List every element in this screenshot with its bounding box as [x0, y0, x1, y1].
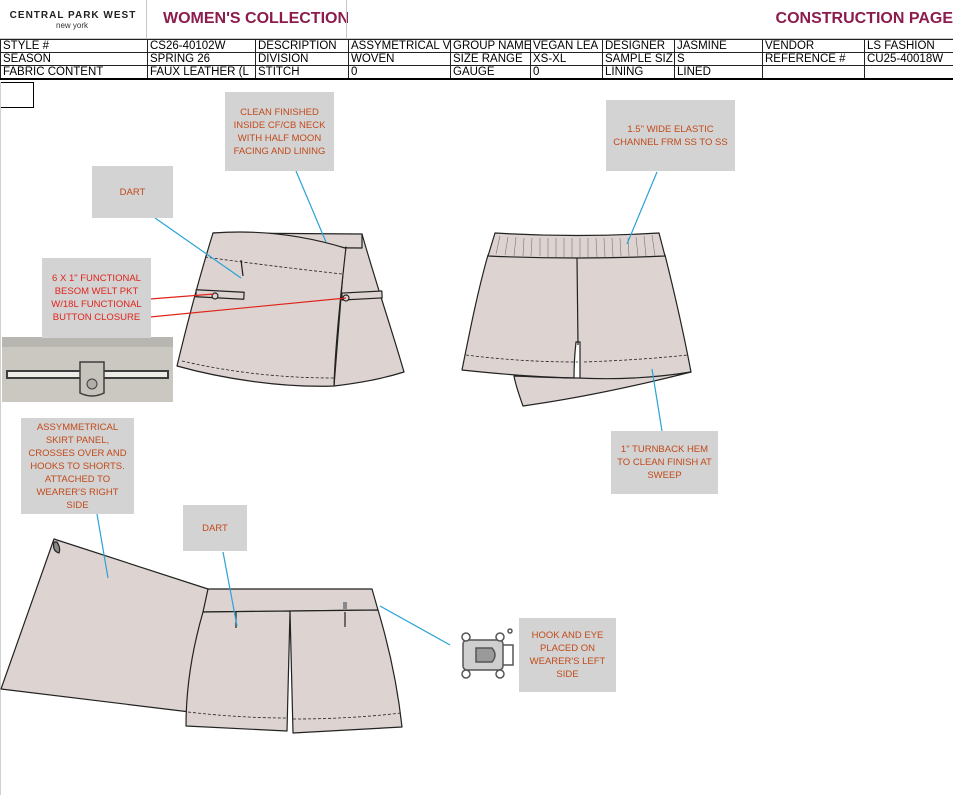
front-skirt-panel	[176, 231, 347, 387]
callout-dart-top: DART	[92, 166, 173, 218]
back-body	[461, 254, 692, 382]
callout-hook-eye: HOOK AND EYE PLACED ON WEARER'S LEFT SID…	[519, 618, 616, 692]
callout-skirt-panel: ASSYMMETRICAL SKIRT PANEL, CROSSES OVER …	[21, 418, 134, 514]
open-skirt-panel	[0, 538, 209, 713]
page-title: CONSTRUCTION PAGE	[775, 10, 953, 27]
open-left-leg	[185, 610, 291, 732]
front-view-flat	[176, 231, 405, 387]
welt-pocket-left	[195, 289, 245, 300]
left-border	[0, 82, 1, 795]
spec-cell: LINING	[602, 65, 675, 80]
collection-title: WOMEN'S COLLECTION	[163, 10, 350, 27]
spec-cell: GAUGE	[450, 65, 531, 80]
page-header: CENTRAL PARK WEST new york WOMEN'S COLLE…	[0, 0, 953, 39]
front-right-leg	[333, 233, 405, 387]
leader-lines	[96, 170, 663, 646]
pocket-leader-lines	[149, 293, 347, 318]
callout-welt-pocket: 6 X 1" FUNCTIONAL BESOM WELT PKT W/18L F…	[42, 258, 151, 338]
spec-cell: 0	[530, 65, 603, 80]
brand-subtitle: new york	[56, 21, 89, 30]
callout-elastic-channel: 1.5" WIDE ELASTIC CHANNEL FRM SS TO SS	[606, 100, 735, 171]
brand-name: CENTRAL PARK WEST	[9, 10, 137, 21]
back-view-flat	[461, 232, 692, 407]
callout-dart-bottom: DART	[183, 505, 247, 551]
spec-cell: CU25-40018W	[864, 52, 953, 66]
callout-neck-finish: CLEAN FINISHED INSIDE CF/CB NECK WITH HA…	[225, 92, 334, 171]
spec-row-fabric: FABRIC CONTENT FAUX LEATHER (L STITCH 0 …	[0, 65, 953, 80]
corner-box	[0, 82, 34, 108]
spec-cell: FAUX LEATHER (L	[147, 65, 256, 80]
back-elastic-waistband	[487, 232, 666, 259]
spec-cell: SPRING 26	[147, 52, 256, 66]
spec-cell: XS-XL	[530, 52, 603, 66]
welt-pocket-right	[341, 290, 383, 301]
brand-logo: CENTRAL PARK WEST new york	[0, 0, 147, 38]
open-right-leg	[289, 609, 403, 734]
open-waistband	[202, 588, 379, 613]
pocket-detail-photo	[2, 337, 173, 402]
spec-cell: SAMPLE SIZ	[602, 52, 675, 66]
spec-cell: 0	[348, 65, 451, 80]
spec-cell: S	[674, 52, 763, 66]
spec-cell: REFERENCE #	[762, 52, 865, 66]
hook-and-eye-icon	[461, 628, 514, 679]
open-view-flat	[0, 538, 403, 734]
spec-table: STYLE # CS26-40102W DESCRIPTION ASSYMETR…	[0, 39, 953, 80]
back-skirt-tail	[513, 371, 692, 407]
header-divider	[346, 0, 347, 38]
spec-row-season: SEASON SPRING 26 DIVISION WOVEN SIZE RAN…	[0, 52, 953, 66]
callout-turnback-hem: 1" TURNBACK HEM TO CLEAN FINISH AT SWEEP	[611, 431, 718, 494]
